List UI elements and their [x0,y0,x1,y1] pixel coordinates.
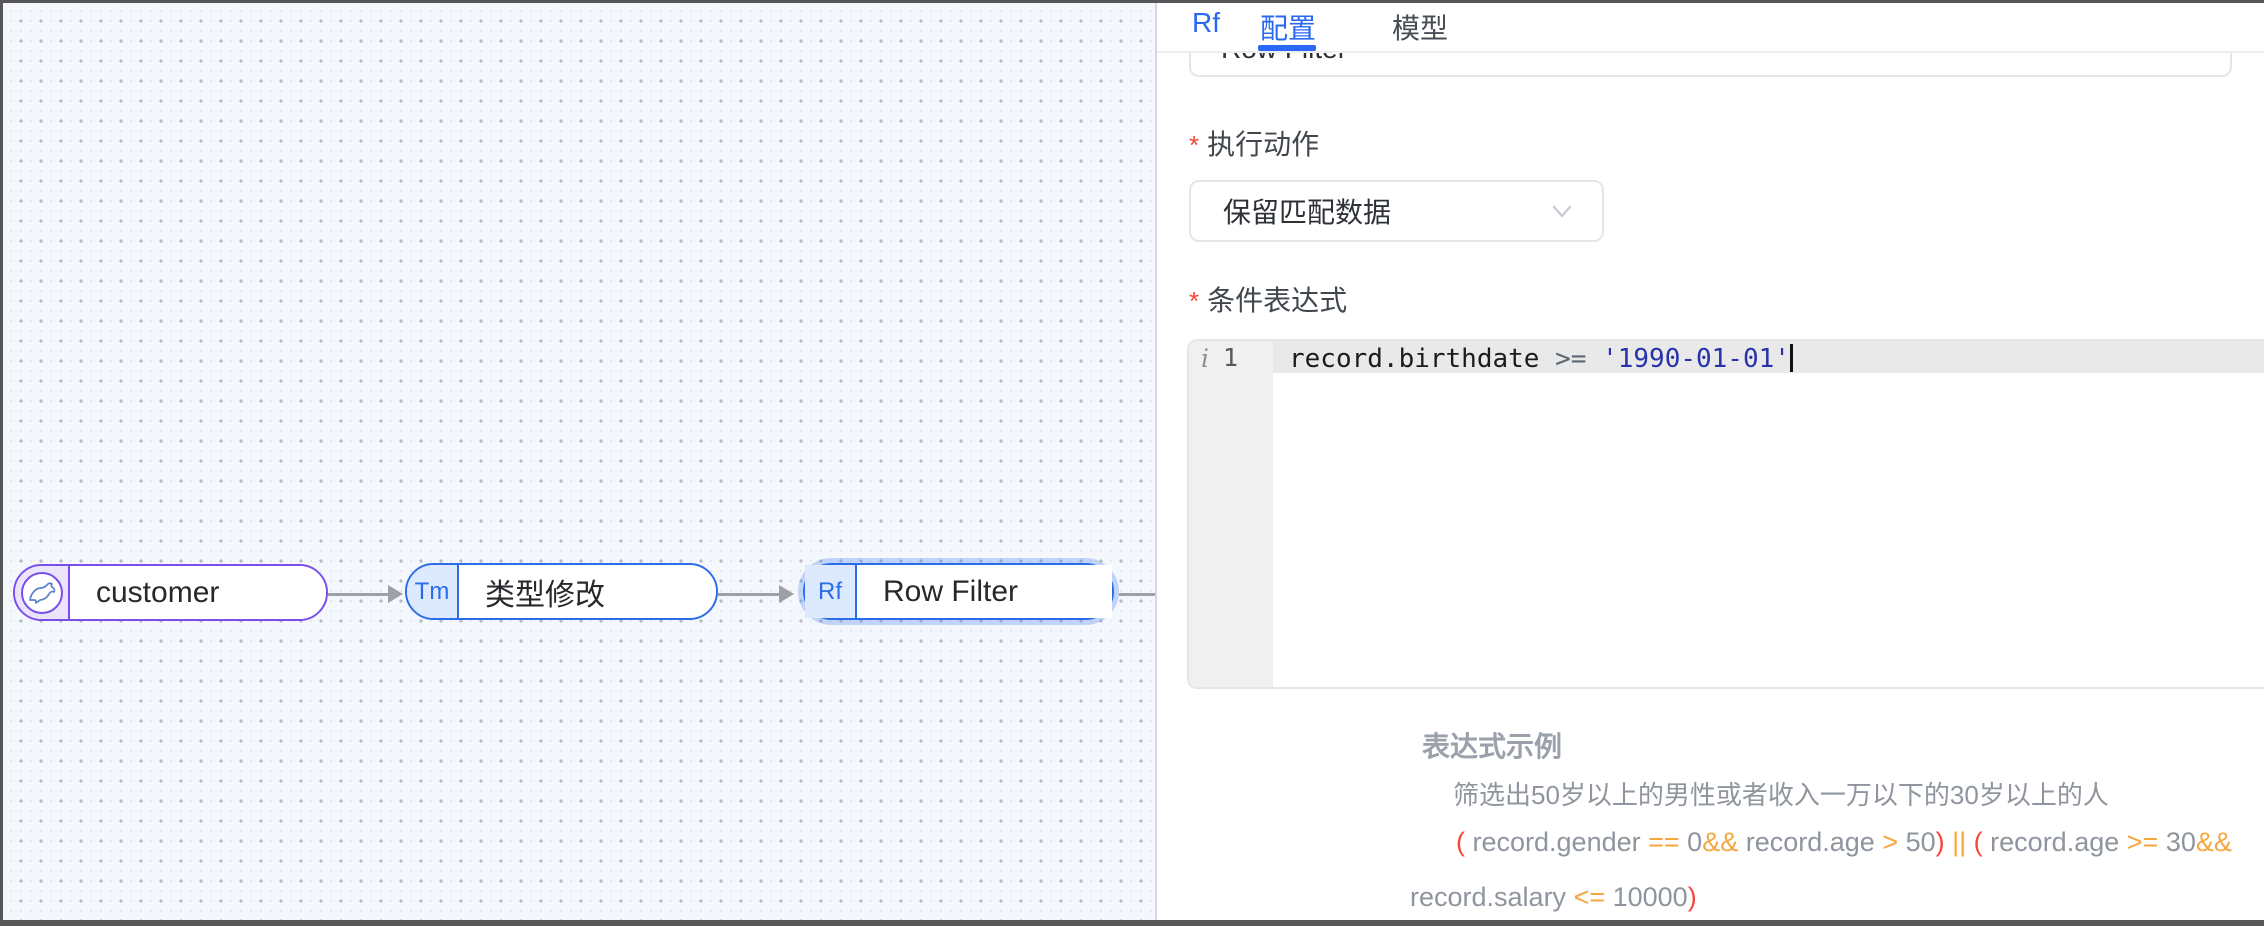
panel-tabbar: Rf 配置 模型 [1157,3,2264,53]
action-select[interactable]: 保留匹配数据 [1189,180,1604,242]
canvas-panel-divider [1155,3,1157,920]
edge-arrowhead [388,585,403,603]
text-caret [1789,344,1793,372]
mysql-dolphin-icon [20,571,63,614]
tab-active-indicator [1258,45,1316,51]
node-type-modify-badge: Tm [407,565,459,618]
workflow-canvas[interactable]: customer Tm 类型修改 Rf Row Filter [3,3,1155,920]
node-row-filter-badge: Rf [805,565,857,618]
example-expression-line1: ( record.gender == 0&& record.age > 50) … [1456,827,2232,857]
examples-title: 表达式示例 [1422,731,1563,762]
code-line-1: record.birthdate >= '1990-01-01' [1289,344,1793,374]
lint-info-icon: i [1201,344,1209,373]
chevron-down-icon [1552,205,1572,218]
node-type-badge: Rf [1192,7,1220,38]
edge-tm-to-rf [718,593,781,596]
edge-arrowhead [779,585,794,603]
required-asterisk: * [1189,286,1200,316]
tab-model[interactable]: 模型 [1392,13,1449,44]
examples-description: 筛选出50岁以上的男性或者收入一万以下的30岁以上的人 [1453,780,2109,810]
edge-customer-to-tm [328,593,390,596]
example-expression-line2: record.salary <= 10000) [1410,882,1697,912]
editor-gutter-line1: i 1 [1189,343,1273,373]
node-customer-label: customer [70,566,326,619]
node-row-filter-label: Row Filter [857,565,1112,618]
expression-code-editor[interactable]: i 1 record.birthdate >= '1990-01-01' [1187,339,2264,689]
node-row-filter[interactable]: Rf Row Filter [803,563,1114,620]
expression-field-label: *条件表达式 [1189,285,1348,316]
node-customer[interactable]: customer [13,564,328,621]
editor-active-line [1189,341,2264,373]
node-customer-badge [15,566,70,619]
node-type-modify-label: 类型修改 [459,565,716,618]
action-select-value: 保留匹配数据 [1223,197,1392,228]
edge-rf-out [1119,593,1155,596]
action-field-label: *执行动作 [1189,129,1320,160]
config-panel: Row Filter Rf 配置 模型 *执行动作 保留匹配数据 *条件表达式 [1157,3,2264,920]
node-type-modify[interactable]: Tm 类型修改 [405,563,718,620]
tab-config[interactable]: 配置 [1260,13,1317,44]
required-asterisk: * [1189,130,1200,160]
line-number: 1 [1223,343,1239,372]
editor-gutter [1189,341,1273,687]
